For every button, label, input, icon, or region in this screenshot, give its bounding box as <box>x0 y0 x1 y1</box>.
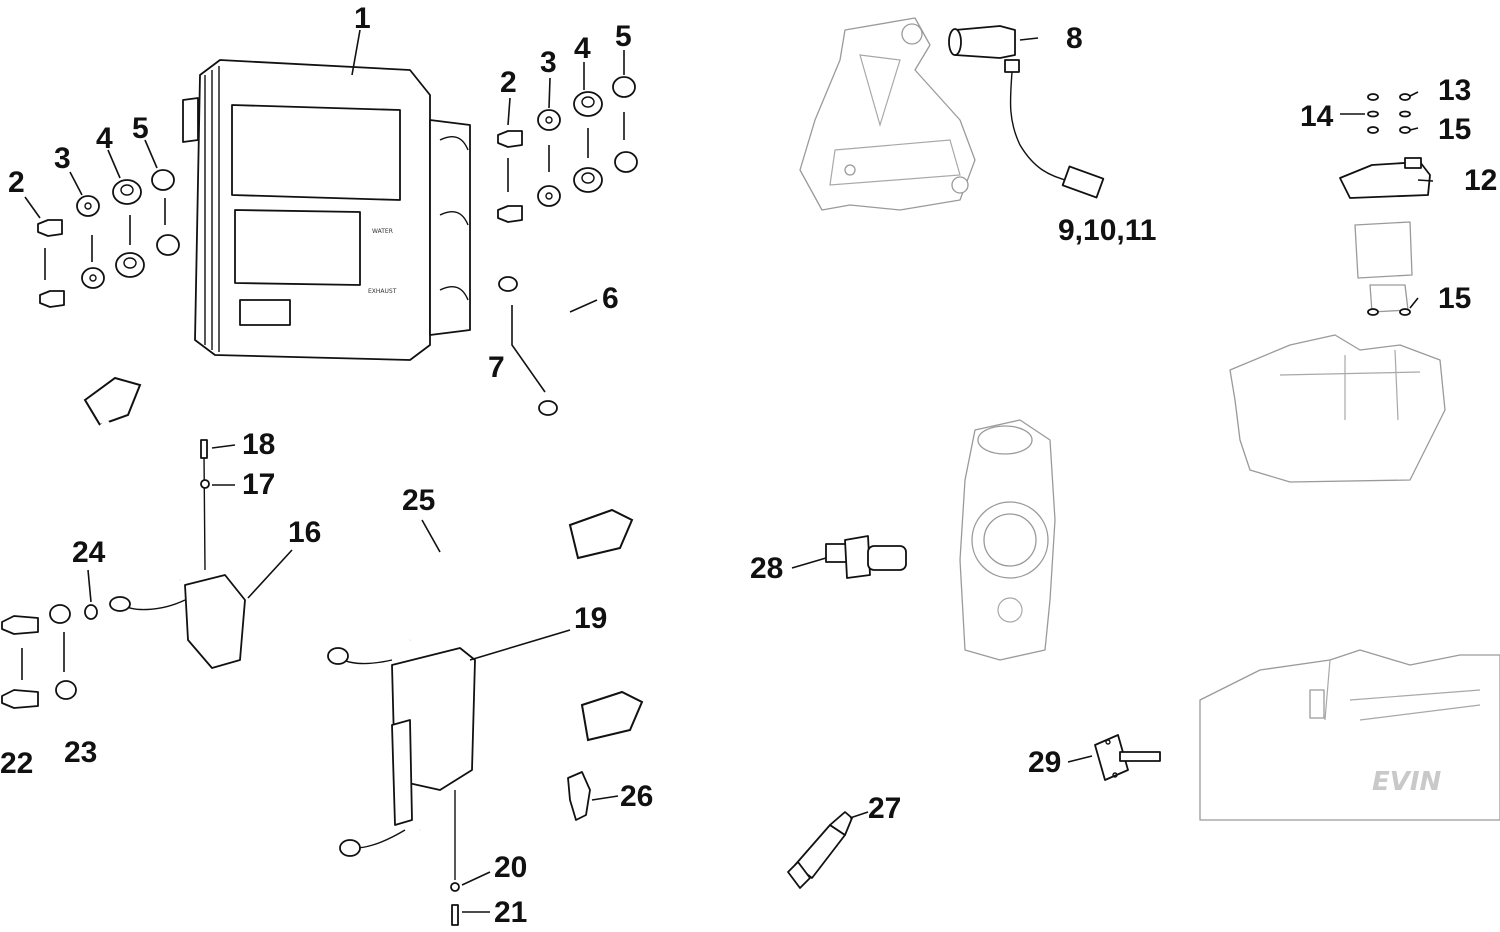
callout-3-right: 3 <box>540 46 557 79</box>
ignition-coil-dual <box>327 508 644 880</box>
right-mount-hardware <box>497 76 638 223</box>
left-mount-hardware <box>37 169 180 308</box>
callout-27: 27 <box>868 792 901 825</box>
callout-16: 16 <box>288 516 321 549</box>
callout-22: 22 <box>0 747 33 780</box>
spark-plug-clip <box>567 771 591 821</box>
hose-clamp <box>498 276 558 416</box>
ghost-engine-bracket-top <box>799 17 976 211</box>
callout-26: 26 <box>620 780 653 813</box>
cowl-brand-text: EVIN <box>1372 767 1442 797</box>
water-hose <box>522 262 590 408</box>
callout-3-left: 3 <box>54 142 71 175</box>
callout-21: 21 <box>494 896 527 929</box>
callout-2-right: 2 <box>500 66 517 99</box>
ghost-engine-sensor-mount <box>1229 221 1446 483</box>
callout-15-upper: 15 <box>1438 113 1471 146</box>
callout-5-left: 5 <box>132 112 149 145</box>
temperature-sensor <box>825 535 907 579</box>
callout-4-right: 4 <box>574 32 591 65</box>
callout-25: 25 <box>402 484 435 517</box>
callout-19: 19 <box>574 602 607 635</box>
callout-20: 20 <box>494 851 527 884</box>
map-sensor <box>1339 93 1431 316</box>
coil-mount-hardware <box>1 604 98 709</box>
callout-5-right: 5 <box>615 20 632 53</box>
leader-lines <box>24 29 1434 913</box>
ghost-engine-block-middle <box>959 419 1056 661</box>
callout-7: 7 <box>488 351 505 384</box>
callout-24: 24 <box>72 536 106 569</box>
callout-2-left: 2 <box>8 166 25 199</box>
callout-6: 6 <box>602 282 619 315</box>
callout-15-lower: 15 <box>1438 282 1471 315</box>
module-water-label: WATER <box>372 228 393 235</box>
callout-17: 17 <box>242 468 275 501</box>
callout-29: 29 <box>1028 746 1061 779</box>
callout-1: 1 <box>354 2 371 35</box>
callout-12: 12 <box>1464 164 1497 197</box>
callout-14: 14 <box>1300 100 1334 133</box>
engine-control-module: WATER EXHAUST <box>182 59 471 361</box>
coil-terminal-and-spring <box>200 439 210 489</box>
module-exhaust-label: EXHAUST <box>368 288 397 295</box>
callout-13: 13 <box>1438 74 1471 107</box>
ghost-engine-cowl: EVIN <box>1199 649 1500 821</box>
coil-terminal-lower <box>450 882 460 926</box>
callout-9-10-11: 9,10,11 <box>1058 214 1156 247</box>
callout-18: 18 <box>242 428 275 461</box>
spark-plug <box>787 811 853 889</box>
flange-sensor <box>1094 734 1161 781</box>
ignition-coil-left <box>83 376 246 669</box>
callout-4-left: 4 <box>96 122 113 155</box>
callout-23: 23 <box>64 736 97 769</box>
callout-28: 28 <box>750 552 783 585</box>
callout-8: 8 <box>1066 22 1083 55</box>
crank-position-sensor <box>948 25 1105 199</box>
